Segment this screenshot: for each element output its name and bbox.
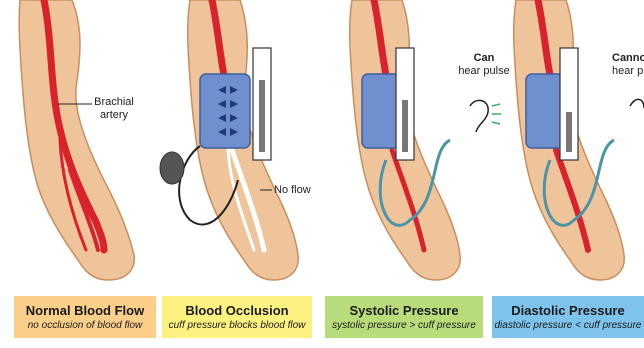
caption-subtitle: cuff pressure blocks blood flow: [169, 320, 306, 331]
caption-title: Systolic Pressure: [349, 303, 458, 318]
caption-subtitle: no occlusion of blood flow: [28, 320, 143, 331]
no-flow-label: No flow: [274, 184, 311, 197]
caption-diastolic-pressure: Diastolic Pressure diastolic pressure < …: [492, 296, 644, 338]
caption-systolic-pressure: Systolic Pressure systolic pressure > cu…: [325, 296, 483, 338]
can-hear-pulse-sub: hear pulse: [454, 65, 514, 78]
arm-systolic: [350, 0, 501, 280]
caption-title: Diastolic Pressure: [511, 303, 624, 318]
arm-normal: [19, 0, 134, 280]
caption-title: Blood Occlusion: [185, 303, 288, 318]
caption-blood-occlusion: Blood Occlusion cuff pressure blocks blo…: [162, 296, 312, 338]
caption-subtitle: diastolic pressure < cuff pressure: [494, 320, 641, 331]
brachial-artery-label: Brachial artery: [88, 96, 140, 121]
caption-title: Normal Blood Flow: [26, 303, 144, 318]
cannot-hear-pulse-label: Cannot hear pulse: [612, 52, 644, 77]
can-label: Can: [454, 52, 514, 65]
arm-occlusion: [160, 0, 298, 280]
cannot-hear-pulse-sub: hear pulse: [612, 65, 644, 78]
cannot-label: Cannot: [612, 52, 644, 65]
can-hear-pulse-label: Can hear pulse: [454, 52, 514, 77]
diagram-area: Brachial artery No flow Can hear pulse C…: [0, 0, 644, 290]
caption-subtitle: systolic pressure > cuff pressure: [332, 320, 476, 331]
arm-diastolic: [514, 0, 644, 280]
caption-normal-blood-flow: Normal Blood Flow no occlusion of blood …: [14, 296, 156, 338]
